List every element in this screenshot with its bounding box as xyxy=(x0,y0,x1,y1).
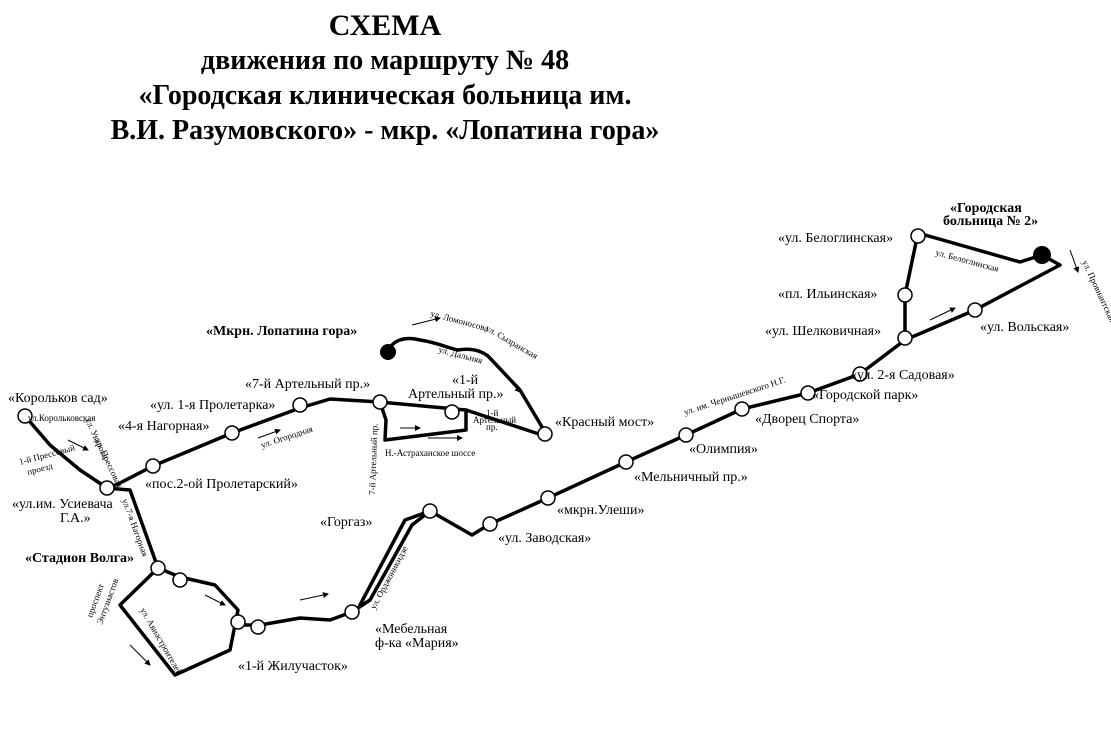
stop-stadion2-icon xyxy=(172,572,188,588)
street-korolkovskaya: ул.Корольковская xyxy=(28,413,95,423)
label-usievich-1: «ул.им. Усиевача xyxy=(12,497,113,512)
label-artelny1-1: «1-й xyxy=(452,373,479,388)
stop-beloglinskaya-icon xyxy=(910,228,926,244)
terminal-hospital-icon xyxy=(1033,246,1051,264)
street-artelny7: 7-й Артельный пр. xyxy=(367,423,379,495)
street-artelny1-s1: 1-й xyxy=(486,408,498,418)
stop-artelny7-icon xyxy=(372,394,388,410)
label-shelkovichnaya: «ул. Шелковичная» xyxy=(765,324,881,339)
stop-krasny-most-icon xyxy=(537,426,553,442)
stop-korolkov-icon xyxy=(17,408,33,424)
street-dalnyaya: ул. Дальняя xyxy=(437,344,483,365)
street-artelny1-s2: Артельный xyxy=(473,415,516,425)
stop-uleshi-icon xyxy=(540,490,556,506)
stop-zhiluchastok-icon xyxy=(230,614,246,630)
street-lomonosova: ул. Ломоносова xyxy=(429,308,489,333)
street-n-astrakhanskoe: Н.-Астраханское шоссе xyxy=(385,448,475,458)
street-artelny1-s3: пр. xyxy=(486,422,498,432)
stop-zhiluchastok2-icon xyxy=(250,619,266,635)
stop-artelny1-icon xyxy=(444,404,460,420)
label-hospital-2: больница № 2» xyxy=(943,214,1038,229)
stop-proletarka-icon xyxy=(292,397,308,413)
label-hospital-1: «Городская xyxy=(950,201,1022,216)
stop-sadovaya-icon xyxy=(852,366,868,382)
label-beloglinskaya: «ул. Белоглинская» xyxy=(778,231,893,246)
stop-zavodskaya-icon xyxy=(482,516,498,532)
stop-park-icon xyxy=(800,385,816,401)
label-korolkov: «Корольков сад» xyxy=(8,391,108,406)
label-mebelnaya-2: ф-ка «Мария» xyxy=(375,636,459,651)
label-stadion: «Стадион Волга» xyxy=(25,551,134,566)
stop-stadion-icon xyxy=(150,560,166,576)
stop-shelkovichnaya-icon xyxy=(897,330,913,346)
stop-volskaya-icon xyxy=(967,302,983,318)
label-uleshi: «мкрн.Улеши» xyxy=(557,503,644,518)
title-line-1: СХЕМА xyxy=(328,9,442,42)
label-melnichny: «Мельничный пр.» xyxy=(634,470,748,485)
label-olimpiya: «Олимпия» xyxy=(689,442,758,457)
label-lopatina: «Мкрн. Лопатина гора» xyxy=(206,324,357,339)
stop-olimpiya-icon xyxy=(678,427,694,443)
label-nagornaya4: «4-я Нагорная» xyxy=(118,419,209,434)
stop-markers xyxy=(17,228,983,635)
label-ilyinskaya: «пл. Ильинская» xyxy=(778,287,877,302)
direction-arrows xyxy=(67,249,1080,666)
label-pos2: «пос.2-ой Пролетарский» xyxy=(145,477,298,492)
stop-pos2-icon xyxy=(145,458,161,474)
title-line-3: «Городская клиническая больница им. xyxy=(138,80,632,111)
title-line-2: движения по маршруту № 48 xyxy=(200,45,570,76)
label-mebelnaya-1: «Мебельная xyxy=(375,622,448,637)
terminal-lopatina-icon xyxy=(380,344,396,360)
label-proletarka: «ул. 1-я Пролетарка» xyxy=(150,398,275,413)
street-aviastroiteley: ул. Авиастроителей xyxy=(138,606,185,677)
label-park: «Городской парк» xyxy=(812,388,918,403)
stop-nagornaya4-icon xyxy=(224,425,240,441)
label-sadovaya: «ул. 2-я Садовая» xyxy=(850,368,955,383)
street-ogorodnaya: ул. Огородная xyxy=(260,424,314,450)
label-zavodskaya: «ул. Заводская» xyxy=(498,531,591,546)
street-beloglinskaya: ул. Белоглинская xyxy=(934,247,999,273)
label-dvorets: «Дворец Спорта» xyxy=(755,412,859,427)
stop-ilyinskaya-icon xyxy=(897,287,913,303)
street-syzranskaya: ул. Сызранская xyxy=(484,323,540,361)
label-krasny-most: «Красный мост» xyxy=(555,415,654,430)
label-volskaya: «ул. Вольская» xyxy=(980,320,1069,335)
stop-mebelnaya-icon xyxy=(344,604,360,620)
stop-melnichny-icon xyxy=(618,454,634,470)
stop-dvorets-icon xyxy=(734,401,750,417)
stop-gorgaz-icon xyxy=(422,503,438,519)
label-usievich-2: Г.А.» xyxy=(60,511,91,526)
title-line-4: В.И. Разумовского» - мкр. «Лопатина гора… xyxy=(110,115,660,146)
label-zhiluchastok: «1-й Жилучасток» xyxy=(238,659,348,674)
map-title: СХЕМА движения по маршруту № 48 «Городск… xyxy=(0,8,770,148)
label-artelny7: «7-й Артельный пр.» xyxy=(245,377,370,392)
stop-usievich-icon xyxy=(99,480,115,496)
street-provintsialnaya: ул. Провиантская xyxy=(1080,259,1111,324)
label-gorgaz: «Горгаз» xyxy=(320,515,372,530)
label-artelny1-2: Артельный пр.» xyxy=(408,387,504,402)
